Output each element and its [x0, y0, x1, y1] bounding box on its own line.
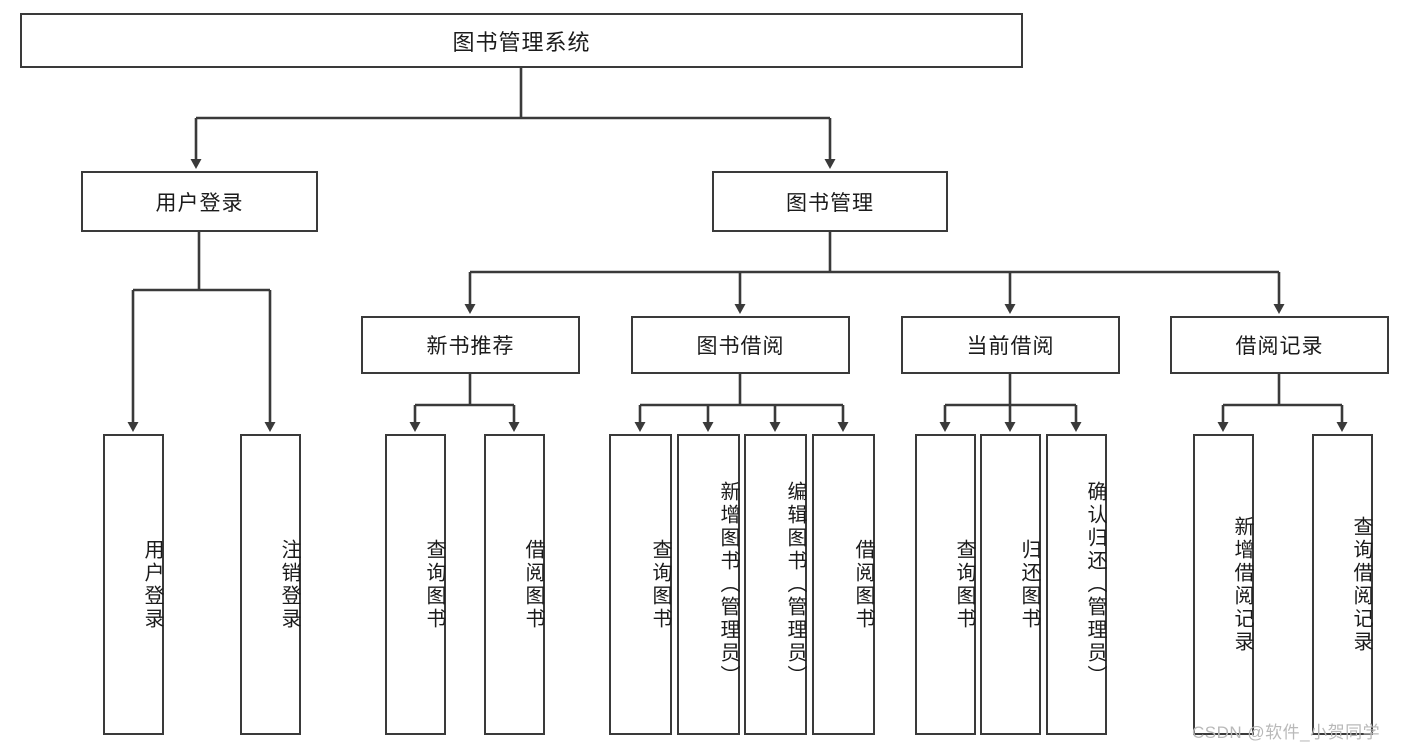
node-label: 图书管理: [786, 191, 874, 215]
leaf-current-borrow-confirm-return-admin[interactable]: 确认归还（管理员）: [1046, 434, 1107, 735]
leaf-new-book-query-book[interactable]: 查询图书: [385, 434, 446, 735]
node-borrow-record[interactable]: 借阅记录: [1170, 316, 1389, 374]
node-label: 编辑图书（管理员）: [784, 481, 806, 688]
node-label: 归还图书: [1018, 538, 1040, 631]
leaf-book-borrow-borrow-book[interactable]: 借阅图书: [812, 434, 875, 735]
node-label: 图书借阅: [696, 335, 785, 358]
node-label: 图书管理系统: [452, 29, 591, 55]
node-user-login[interactable]: 用户登录: [81, 171, 318, 232]
node-label: 查询图书: [649, 538, 671, 631]
node-current-borrow[interactable]: 当前借阅: [901, 316, 1120, 374]
node-label: 借阅图书: [852, 538, 874, 631]
node-label: 查询图书: [953, 538, 975, 631]
leaf-book-borrow-query-book[interactable]: 查询图书: [609, 434, 672, 735]
node-label: 用户登录: [141, 538, 163, 631]
leaf-borrow-record-add-record[interactable]: 新增借阅记录: [1193, 434, 1254, 735]
leaf-borrow-record-query-record[interactable]: 查询借阅记录: [1312, 434, 1373, 735]
node-label: 查询借阅记录: [1350, 515, 1372, 654]
node-label: 新增图书（管理员）: [717, 481, 739, 688]
leaf-new-book-borrow-book[interactable]: 借阅图书: [484, 434, 545, 735]
leaf-current-borrow-query-book[interactable]: 查询图书: [915, 434, 976, 735]
node-label: 当前借阅: [966, 335, 1055, 358]
node-book-borrow[interactable]: 图书借阅: [631, 316, 850, 374]
node-new-book-recommend[interactable]: 新书推荐: [361, 316, 580, 374]
leaf-book-borrow-add-book-admin[interactable]: 新增图书（管理员）: [677, 434, 740, 735]
node-label: 借阅图书: [522, 538, 544, 631]
node-label: 新增借阅记录: [1231, 515, 1253, 654]
node-label: 查询图书: [423, 538, 445, 631]
node-label: 借阅记录: [1235, 335, 1324, 358]
leaf-book-borrow-edit-book-admin[interactable]: 编辑图书（管理员）: [744, 434, 807, 735]
node-label: 新书推荐: [426, 335, 515, 358]
leaf-user-login-login[interactable]: 用户登录: [103, 434, 164, 735]
node-book-management[interactable]: 图书管理: [712, 171, 948, 232]
csdn-watermark: CSDN @软件_小贺同学: [1192, 723, 1381, 742]
node-label: 用户登录: [155, 191, 244, 215]
leaf-current-borrow-return-book[interactable]: 归还图书: [980, 434, 1041, 735]
node-root-book-management-system[interactable]: 图书管理系统: [20, 13, 1023, 68]
leaf-user-login-logout[interactable]: 注销登录: [240, 434, 301, 735]
node-label: 注销登录: [278, 538, 300, 631]
node-label: 确认归还（管理员）: [1084, 481, 1106, 688]
